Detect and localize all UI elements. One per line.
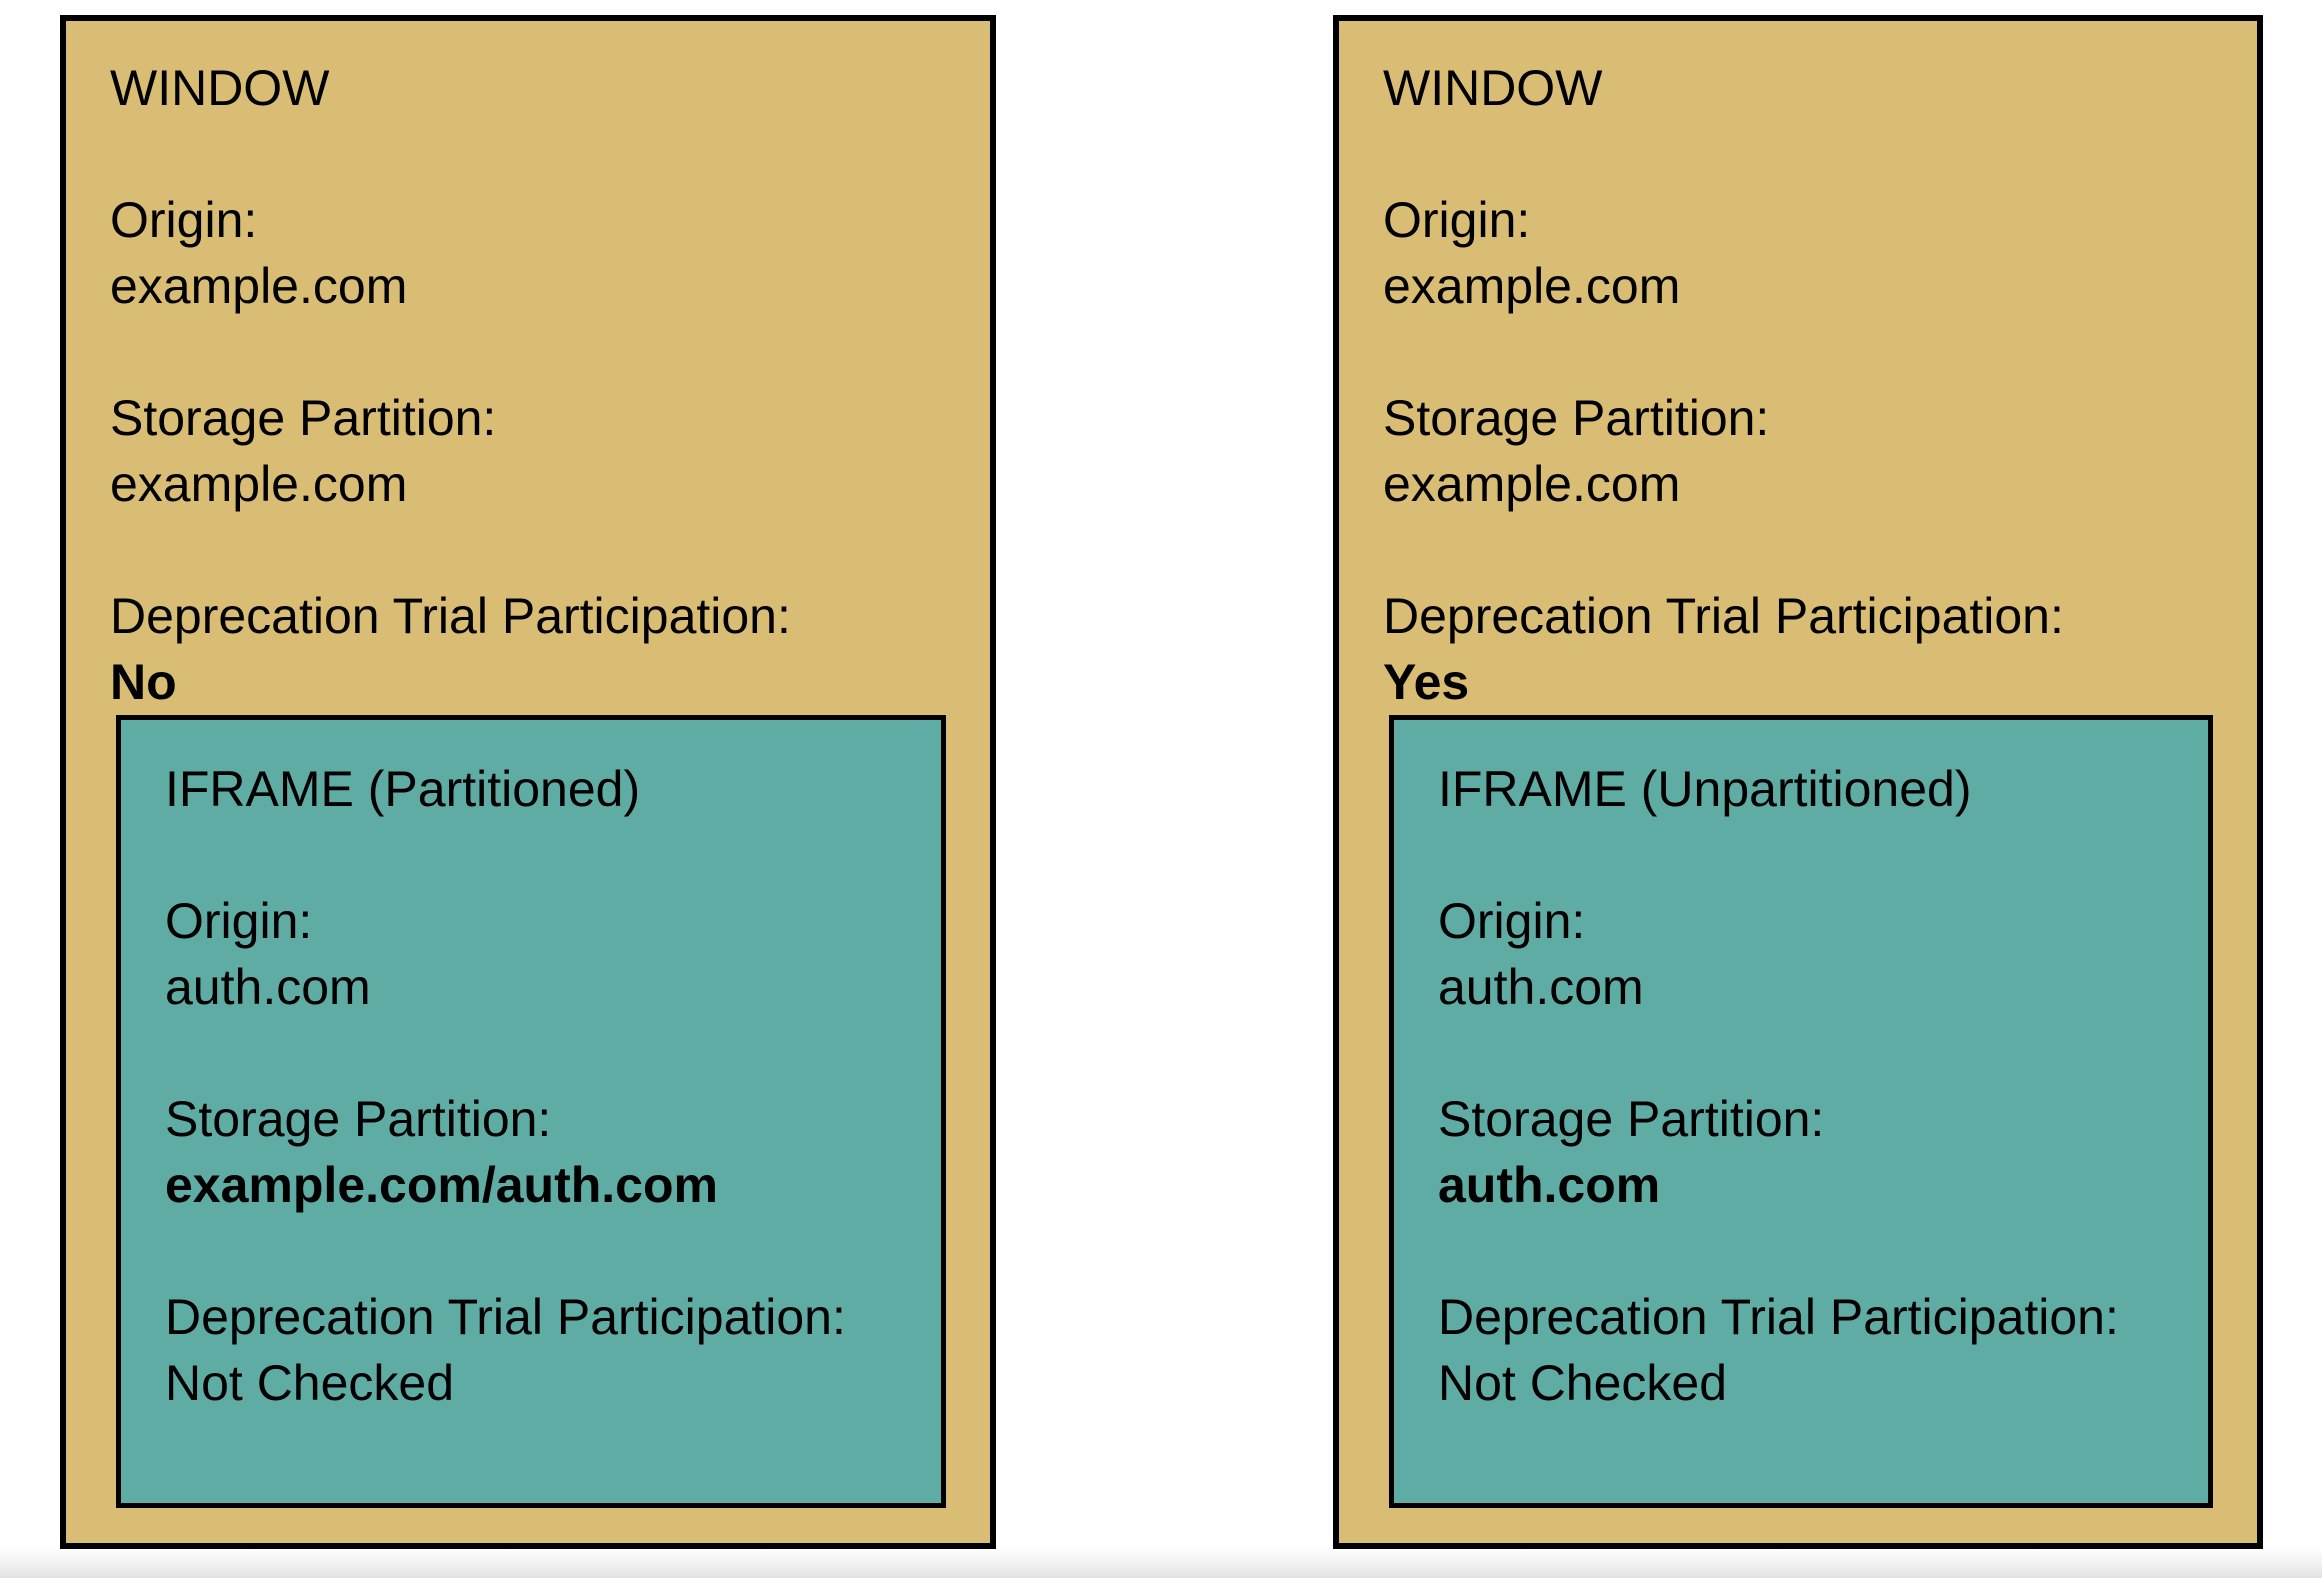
- iframe-box-partitioned: IFRAME (Partitioned) Origin: auth.com St…: [116, 715, 946, 1508]
- deprecation-trial-label: Deprecation Trial Participation:: [1438, 1289, 2119, 1345]
- bottom-edge-shadow: [0, 1548, 2322, 1578]
- origin-label: Origin:: [1438, 893, 1586, 949]
- window-origin-block: Origin: example.com: [1383, 187, 2213, 319]
- storage-partition-label: Storage Partition:: [1383, 390, 1770, 446]
- iframe-title: IFRAME (Partitioned): [165, 761, 641, 817]
- storage-partition-value: auth.com: [1438, 1157, 1661, 1213]
- window-trial-block: Deprecation Trial Participation: No: [110, 583, 946, 715]
- deprecation-trial-value: Not Checked: [165, 1355, 455, 1411]
- deprecation-trial-label: Deprecation Trial Participation:: [1383, 588, 2064, 644]
- storage-partition-value: example.com: [110, 456, 408, 512]
- origin-value: auth.com: [1438, 959, 1644, 1015]
- window-title: WINDOW: [110, 60, 330, 116]
- window-storage-block: Storage Partition: example.com: [110, 385, 946, 517]
- origin-value: auth.com: [165, 959, 371, 1015]
- window-storage-block: Storage Partition: example.com: [1383, 385, 2213, 517]
- iframe-storage-block: Storage Partition: auth.com: [1438, 1086, 2188, 1218]
- window-trial-block: Deprecation Trial Participation: Yes: [1383, 583, 2213, 715]
- storage-partition-label: Storage Partition:: [165, 1091, 552, 1147]
- deprecation-trial-value: Not Checked: [1438, 1355, 1728, 1411]
- window-box-unpartitioned: WINDOW Origin: example.com Storage Parti…: [1333, 15, 2263, 1549]
- deprecation-trial-value: No: [110, 654, 177, 710]
- deprecation-trial-value: Yes: [1383, 654, 1470, 710]
- window-box-partitioned: WINDOW Origin: example.com Storage Parti…: [60, 15, 996, 1549]
- iframe-origin-block: Origin: auth.com: [1438, 888, 2188, 1020]
- iframe-origin-block: Origin: auth.com: [165, 888, 921, 1020]
- origin-label: Origin:: [1383, 192, 1531, 248]
- storage-partition-label: Storage Partition:: [1438, 1091, 1825, 1147]
- storage-partition-label: Storage Partition:: [110, 390, 497, 446]
- window-origin-block: Origin: example.com: [110, 187, 946, 319]
- origin-label: Origin:: [110, 192, 258, 248]
- origin-value: example.com: [110, 258, 408, 314]
- deprecation-trial-label: Deprecation Trial Participation:: [110, 588, 791, 644]
- window-title: WINDOW: [1383, 60, 1603, 116]
- iframe-title: IFRAME (Unpartitioned): [1438, 761, 1972, 817]
- iframe-trial-block: Deprecation Trial Participation: Not Che…: [1438, 1284, 2188, 1416]
- deprecation-trial-label: Deprecation Trial Participation:: [165, 1289, 846, 1345]
- origin-value: example.com: [1383, 258, 1681, 314]
- storage-partition-value: example.com/auth.com: [165, 1157, 718, 1213]
- iframe-storage-block: Storage Partition: example.com/auth.com: [165, 1086, 921, 1218]
- iframe-trial-block: Deprecation Trial Participation: Not Che…: [165, 1284, 921, 1416]
- storage-partition-value: example.com: [1383, 456, 1681, 512]
- iframe-box-unpartitioned: IFRAME (Unpartitioned) Origin: auth.com …: [1389, 715, 2213, 1508]
- origin-label: Origin:: [165, 893, 313, 949]
